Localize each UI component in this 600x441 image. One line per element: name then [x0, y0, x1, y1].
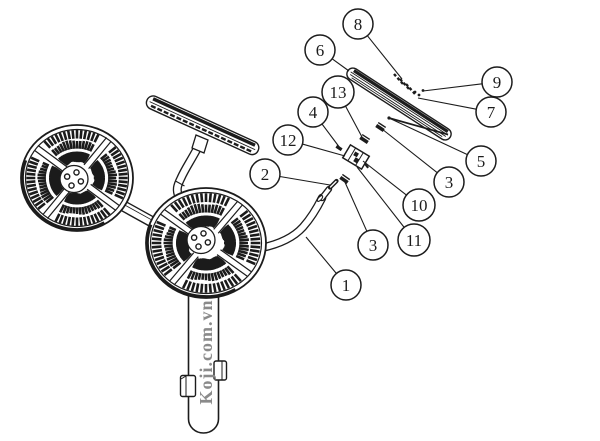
leader-line	[366, 35, 403, 80]
callout-circle	[330, 269, 362, 301]
callout-6: 6	[304, 34, 350, 72]
callout-10: 10	[362, 160, 436, 222]
leader-line	[388, 117, 468, 156]
callout-3: 3	[343, 179, 389, 261]
callout-8: 8	[342, 8, 403, 80]
watermark-text: Koji.com.vn	[196, 300, 216, 405]
leader-line	[305, 236, 337, 274]
leader-line	[302, 143, 346, 157]
callout-circle	[475, 96, 507, 128]
leader-line	[345, 105, 363, 138]
callout-circle	[357, 229, 389, 261]
callout-2: 2	[249, 158, 331, 190]
leader-line	[331, 58, 350, 72]
left-wheel	[20, 124, 134, 232]
callout-7: 7	[417, 96, 507, 128]
callout-number: 10	[411, 196, 428, 215]
callout-circle	[465, 145, 497, 177]
callout-circle	[342, 8, 374, 40]
callout-circle	[272, 124, 304, 156]
callout-number: 13	[330, 83, 347, 102]
callout-circle	[249, 158, 281, 190]
callout-number: 5	[477, 152, 486, 171]
right-arm	[256, 178, 339, 253]
callout-9: 9	[422, 66, 513, 98]
hidden-screws	[393, 73, 416, 95]
center-wheel	[145, 187, 267, 299]
callout-circle	[297, 96, 329, 128]
callout-5: 5	[388, 117, 497, 177]
pole-clip-left	[179, 374, 197, 398]
leader-line	[279, 175, 331, 186]
leader-line	[417, 97, 477, 110]
callout-circle	[304, 34, 336, 66]
callout-number: 4	[309, 103, 318, 122]
callout-number: 9	[493, 73, 502, 92]
washer-clip-mid	[359, 133, 371, 144]
callout-circle	[433, 166, 465, 198]
callout-11: 11	[356, 166, 431, 257]
callout-number: 6	[316, 41, 325, 60]
callout-circle	[321, 75, 355, 109]
callout-circle	[481, 66, 513, 98]
callout-number: 2	[261, 165, 270, 184]
callout-4: 4	[297, 96, 341, 149]
leader-line	[422, 83, 483, 92]
callout-number: 1	[342, 276, 351, 295]
pole-clip-right	[213, 360, 228, 381]
support-pole	[179, 255, 228, 434]
hardware-parts	[335, 73, 449, 185]
callout-3: 3	[381, 128, 465, 198]
washer-clip-upper	[375, 121, 387, 132]
callout-number: 7	[487, 103, 496, 122]
callout-number: 8	[354, 15, 363, 34]
callout-number: 3	[445, 173, 454, 192]
callout-circle	[402, 188, 436, 222]
leader-line	[321, 123, 341, 149]
callout-number: 12	[280, 131, 297, 150]
callout-13: 13	[321, 75, 363, 138]
top-disc	[145, 95, 260, 156]
nut-small	[335, 144, 343, 152]
leader-line	[362, 160, 407, 196]
clamp-bracket	[341, 143, 371, 171]
callout-12: 12	[272, 124, 346, 157]
callout-circle	[397, 223, 431, 257]
callout-number: 3	[369, 236, 378, 255]
leader-line	[343, 179, 368, 232]
callout-number: 11	[406, 231, 422, 250]
leader-line	[356, 166, 405, 228]
screw-dots	[413, 89, 425, 97]
callout-1: 1	[305, 236, 362, 301]
top-disc-collar	[191, 134, 209, 154]
callouts: 8 6 9 7 13 4 12 5 3 2 10 11 3 1	[249, 8, 513, 301]
leader-line	[381, 128, 438, 174]
